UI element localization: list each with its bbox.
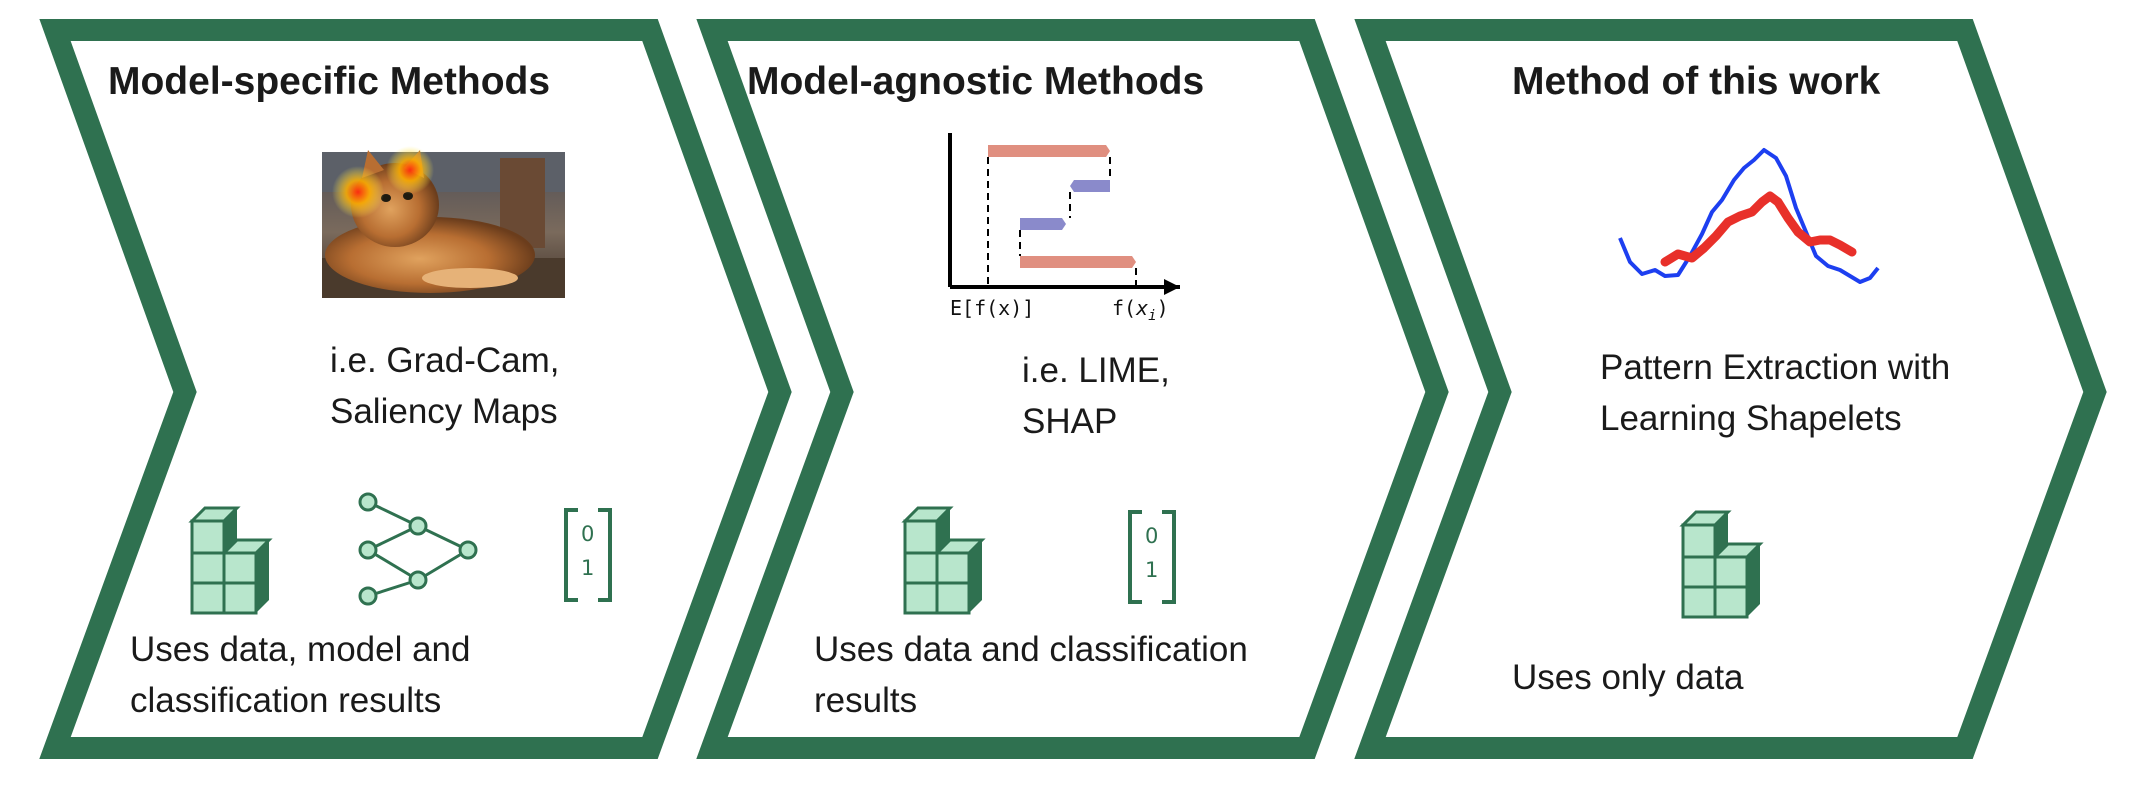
panel-3-title: Method of this work xyxy=(1512,60,1881,103)
panel-1-example: i.e. Grad-Cam, Saliency Maps xyxy=(330,341,560,431)
classification-vector-icon xyxy=(1128,510,1176,604)
panel-3-chevron xyxy=(1354,19,2107,759)
shap-bar-2 xyxy=(1070,180,1110,192)
panel-1-uses: Uses data, model and classification resu… xyxy=(130,630,471,720)
shapelet-line xyxy=(1660,191,1857,267)
panel-2-title: Model-agnostic Methods xyxy=(747,60,1205,103)
panel-1-vector-value-1: 1 xyxy=(581,556,595,580)
cat-saliency-photo xyxy=(322,146,565,298)
panel-1-title: Model-specific Methods xyxy=(108,60,551,103)
neural-network-icon xyxy=(358,492,478,606)
panel-2-vector-value-0: 0 xyxy=(1145,524,1159,548)
data-cubes-icon xyxy=(901,506,986,615)
shap-bar-3 xyxy=(1020,218,1066,230)
shap-waterfall-chart xyxy=(948,133,1180,295)
classification-vector-icon xyxy=(564,508,612,602)
panel-3-example: Pattern Extraction with Learning Shapele… xyxy=(1600,348,1951,438)
panel-3-uses: Uses only data xyxy=(1512,658,1744,697)
shapelet-time-series xyxy=(1618,148,1880,284)
shap-bar-1 xyxy=(988,145,1110,157)
data-cubes-icon xyxy=(188,506,273,615)
panel-2-chevron xyxy=(696,19,1449,759)
time-series-line xyxy=(1618,148,1880,284)
panel-2-uses: Uses data and classification results xyxy=(814,630,1248,720)
data-cubes-icon xyxy=(1679,510,1764,619)
chart-left-axis-label: E[f(x)] xyxy=(950,296,1035,320)
panel-2-vector-value-1: 1 xyxy=(1145,558,1159,582)
shap-bar-4 xyxy=(1020,256,1136,268)
chart-right-axis-label: f(xi) xyxy=(1112,296,1169,324)
panel-1-vector-value-0: 0 xyxy=(581,522,595,546)
panel-2-example: i.e. LIME, SHAP xyxy=(1022,351,1170,441)
